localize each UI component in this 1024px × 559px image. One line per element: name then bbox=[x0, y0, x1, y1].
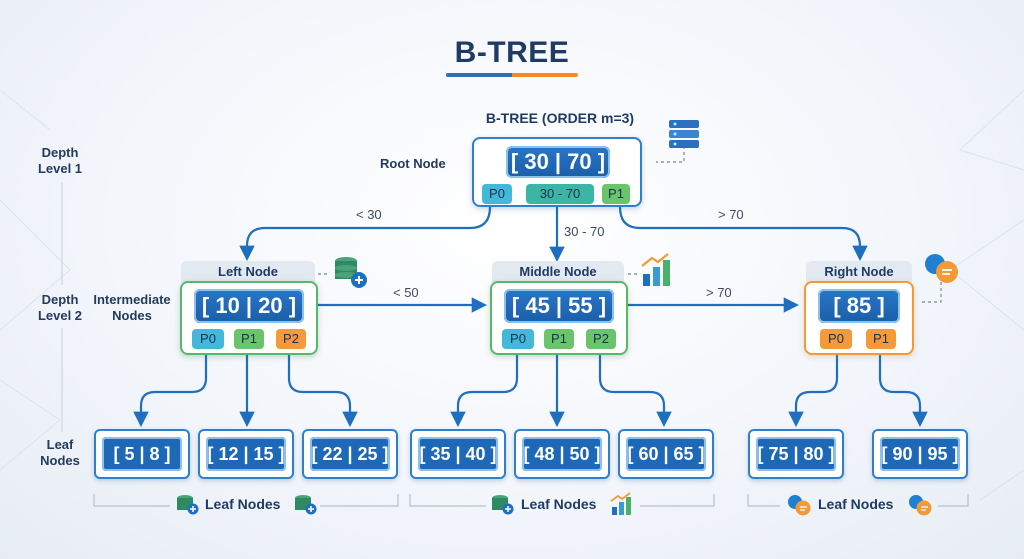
leaf-node-keys: [ 90 | 95 ] bbox=[880, 437, 960, 471]
leaf-group-label: Leaf Nodes bbox=[521, 496, 597, 512]
order-label: B-TREE (ORDER m=3) bbox=[485, 110, 635, 126]
right-pointer-p0[interactable]: P0 bbox=[820, 329, 852, 349]
edge-right-p1 bbox=[878, 355, 928, 428]
leaf-node-keys: [ 60 | 65 ] bbox=[626, 437, 706, 471]
edge-label-left-middle: < 50 bbox=[393, 285, 419, 300]
edge-middle-p0 bbox=[450, 355, 519, 428]
leaf-group-label: Leaf Nodes bbox=[205, 496, 281, 512]
intermediate-nodes-label: Intermediate Nodes bbox=[93, 292, 171, 323]
leaf-group-bracket bbox=[640, 494, 715, 507]
edge-label-middle-right: > 70 bbox=[706, 285, 732, 300]
middle-node-tab: Middle Node bbox=[492, 261, 624, 283]
edge-left-p2 bbox=[287, 355, 358, 428]
root-node-label: Root Node bbox=[380, 156, 446, 171]
left-pointer-p0[interactable]: P0 bbox=[192, 329, 224, 349]
leaf-group-bracket bbox=[93, 494, 170, 507]
leaf-node[interactable]: [ 35 | 40 ] bbox=[410, 429, 506, 479]
left-pointer-p2[interactable]: P2 bbox=[276, 329, 306, 349]
leaf-node[interactable]: [ 60 | 65 ] bbox=[618, 429, 714, 479]
depth-level-1-label: Depth Level 1 bbox=[37, 145, 83, 176]
left-node-keys: [ 10 | 20 ] bbox=[194, 289, 304, 323]
leaf-node[interactable]: [ 22 | 25 ] bbox=[302, 429, 398, 479]
title-underline bbox=[446, 73, 578, 77]
root-node[interactable]: [ 30 | 70 ] P0 30 - 70 P1 bbox=[472, 137, 642, 207]
leaf-node-keys: [ 35 | 40 ] bbox=[418, 437, 498, 471]
leaf-group-bracket bbox=[409, 494, 486, 507]
right-node[interactable]: [ 85 ] P0 P1 bbox=[804, 281, 914, 355]
depth-level-2-label: Depth Level 2 bbox=[37, 292, 83, 323]
bar-chart-icon bbox=[641, 253, 670, 286]
left-node[interactable]: [ 10 | 20 ] P0 P1 P2 bbox=[180, 281, 318, 355]
bar-chart-icon bbox=[610, 492, 631, 515]
database-add-icon bbox=[335, 257, 367, 288]
left-node-tab: Left Node bbox=[181, 261, 315, 283]
edge-right-p0 bbox=[788, 355, 839, 428]
middle-pointer-p1[interactable]: P1 bbox=[544, 329, 574, 349]
leaf-node-keys: [ 5 | 8 ] bbox=[102, 437, 182, 471]
right-pointer-p1[interactable]: P1 bbox=[866, 329, 896, 349]
middle-pointer-p2[interactable]: P2 bbox=[586, 329, 616, 349]
middle-pointer-p0[interactable]: P0 bbox=[502, 329, 534, 349]
middle-node[interactable]: [ 45 | 55 ] P0 P1 P2 bbox=[490, 281, 628, 355]
edge-middle-p2 bbox=[598, 355, 672, 428]
root-node-keys: [ 30 | 70 ] bbox=[506, 146, 610, 178]
leaf-node-keys: [ 48 | 50 ] bbox=[522, 437, 602, 471]
root-pointer-p0[interactable]: P0 bbox=[482, 184, 512, 204]
leaf-node-keys: [ 75 | 80 ] bbox=[756, 437, 836, 471]
edge-root-right bbox=[618, 206, 868, 262]
edge-root-left bbox=[239, 206, 492, 262]
right-icon-connector bbox=[922, 282, 942, 303]
leaf-node[interactable]: [ 75 | 80 ] bbox=[748, 429, 844, 479]
database-add-icon bbox=[492, 495, 514, 515]
right-node-keys: [ 85 ] bbox=[818, 289, 900, 323]
leaf-nodes-label: Leaf Nodes bbox=[40, 437, 80, 468]
middle-node-keys: [ 45 | 55 ] bbox=[504, 289, 614, 323]
left-pointer-p1[interactable]: P1 bbox=[234, 329, 264, 349]
root-pointer-range[interactable]: 30 - 70 bbox=[526, 184, 594, 204]
right-node-tab: Right Node bbox=[806, 261, 912, 283]
database-add-icon bbox=[295, 495, 317, 515]
edge-label-root-middle: 30 - 70 bbox=[564, 224, 605, 239]
server-stack-icon bbox=[669, 120, 699, 148]
root-pointer-p1[interactable]: P1 bbox=[602, 184, 630, 204]
leaf-group-bracket bbox=[747, 494, 780, 507]
leaf-group-label: Leaf Nodes bbox=[818, 496, 894, 512]
edge-label-root-right: > 70 bbox=[718, 207, 744, 222]
leaf-node[interactable]: [ 5 | 8 ] bbox=[94, 429, 190, 479]
database-add-icon bbox=[177, 495, 199, 515]
chat-bubbles-icon bbox=[788, 495, 811, 516]
leaf-group-bracket bbox=[320, 494, 399, 507]
edge-left-p0 bbox=[133, 355, 208, 428]
leaf-group-bracket bbox=[938, 494, 969, 507]
page-title: B-TREE bbox=[454, 36, 570, 69]
leaf-node[interactable]: [ 90 | 95 ] bbox=[872, 429, 968, 479]
leaf-node-keys: [ 12 | 15 ] bbox=[206, 437, 286, 471]
leaf-node[interactable]: [ 12 | 15 ] bbox=[198, 429, 294, 479]
leaf-node[interactable]: [ 48 | 50 ] bbox=[514, 429, 610, 479]
chat-bubbles-icon bbox=[909, 495, 932, 516]
edge-label-root-left: < 30 bbox=[356, 207, 382, 222]
chat-bubbles-icon bbox=[925, 254, 958, 283]
leaf-node-keys: [ 22 | 25 ] bbox=[310, 437, 390, 471]
